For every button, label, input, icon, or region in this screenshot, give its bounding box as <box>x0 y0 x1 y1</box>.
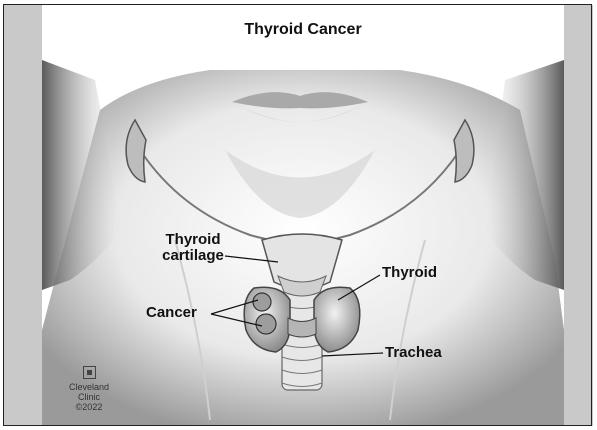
label-cancer: Cancer <box>146 305 197 321</box>
cleveland-clinic-logo: Cleveland Clinic ©2022 <box>62 366 116 412</box>
figure-title: Thyroid Cancer <box>42 21 564 39</box>
cancer-nodule-upper <box>253 293 271 311</box>
cancer-nodule-lower <box>256 314 276 334</box>
logo-line-1: Cleveland <box>62 382 116 392</box>
logo-copyright: ©2022 <box>62 402 116 412</box>
label-trachea: Trachea <box>385 345 442 361</box>
label-thyroid-cartilage: Thyroid cartilage <box>153 232 233 264</box>
clinic-logo-icon <box>83 366 96 379</box>
label-thyroid: Thyroid <box>382 265 437 281</box>
logo-line-2: Clinic <box>62 392 116 402</box>
